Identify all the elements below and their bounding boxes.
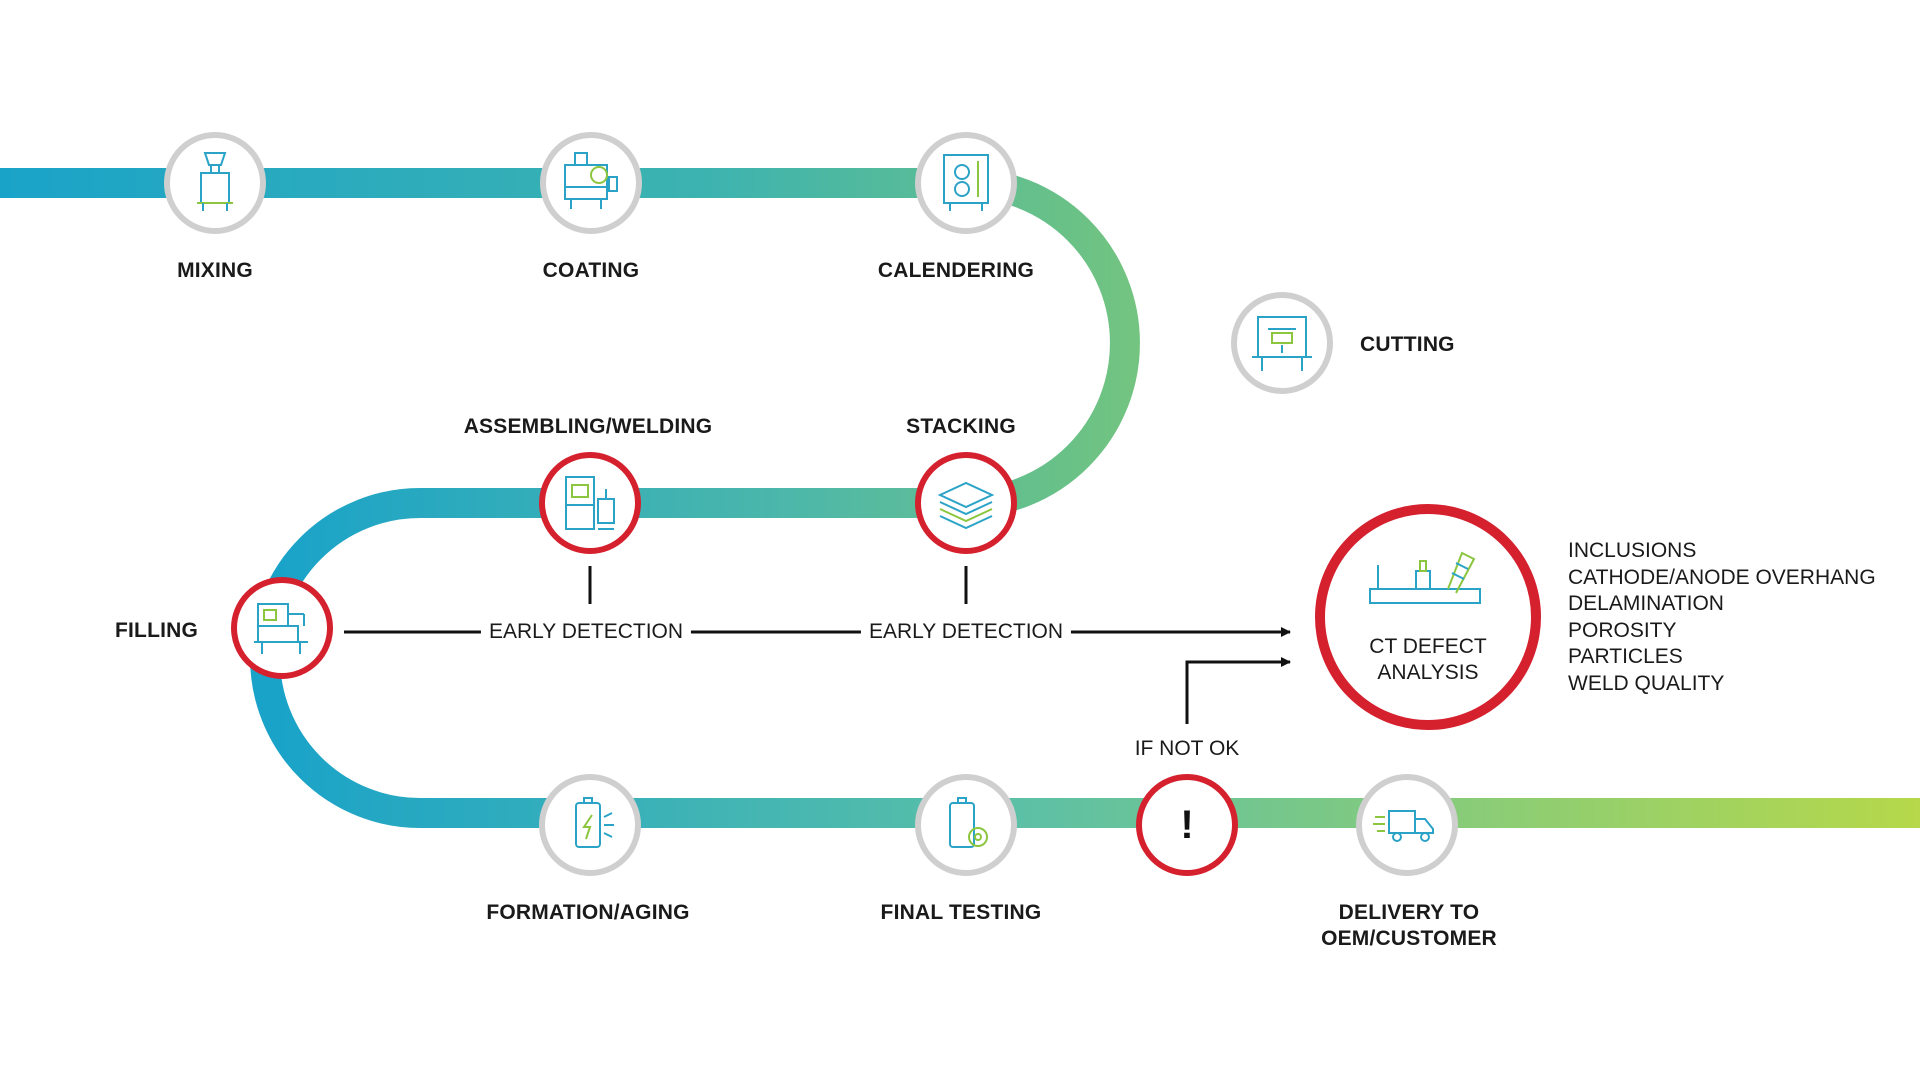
node-mixing xyxy=(164,132,266,234)
defect-item: PARTICLES xyxy=(1568,645,1683,668)
filling-machine-icon xyxy=(254,603,308,654)
defect-item: WELD QUALITY xyxy=(1568,671,1725,695)
ct-scanner-icon xyxy=(1369,551,1481,604)
mixer-icon xyxy=(197,152,233,211)
label-formation: FORMATION/AGING xyxy=(486,901,690,924)
track-middle xyxy=(250,488,965,828)
defect-item: DELAMINATION xyxy=(1568,592,1724,615)
calender-rollers-icon xyxy=(943,154,989,211)
label-early-detection-left: EARLY DETECTION xyxy=(480,619,692,645)
defect-item: INCLUSIONS xyxy=(1568,539,1697,562)
defect-list: INCLUSIONS CATHODE/ANODE OVERHANG DELAMI… xyxy=(1568,538,1876,697)
node-coating xyxy=(540,132,642,234)
label-coating: COATING xyxy=(542,259,640,282)
label-early-detection-right: EARLY DETECTION xyxy=(860,619,1072,645)
not-ok-arrow xyxy=(1185,657,1291,724)
defect-item: CATHODE/ANODE OVERHANG xyxy=(1568,565,1876,589)
label-mixing: MIXING xyxy=(177,259,253,282)
label-calendering: CALENDERING xyxy=(877,259,1035,282)
delivery-truck-icon xyxy=(1373,810,1434,842)
label-assembling: ASSEMBLING/WELDING xyxy=(463,415,713,438)
battery-gear-icon xyxy=(949,797,988,848)
node-stacking xyxy=(915,452,1017,554)
cutting-press-icon xyxy=(1252,316,1312,371)
label-delivery-line1: DELIVERY TO xyxy=(1338,901,1480,924)
label-cutting: CUTTING xyxy=(1360,333,1455,356)
exclamation-icon: ! xyxy=(1180,803,1194,847)
node-calendering xyxy=(915,132,1017,234)
ct-analysis-label: CT DEFECT ANALYSIS xyxy=(1369,634,1486,686)
node-delivery xyxy=(1356,774,1458,876)
defect-item: POROSITY xyxy=(1568,618,1677,642)
node-filling xyxy=(231,577,333,679)
coating-machine-icon xyxy=(564,152,618,209)
layer-stack-icon xyxy=(937,481,995,530)
label-delivery-line2: OEM/CUSTOMER xyxy=(1321,927,1497,950)
label-not-ok: IF NOT OK xyxy=(1126,736,1248,762)
node-not-ok xyxy=(1136,774,1238,876)
ct-analysis-line1: CT DEFECT xyxy=(1369,635,1487,658)
label-final-testing: FINAL TESTING xyxy=(880,901,1042,924)
node-final-testing xyxy=(915,774,1017,876)
track-top xyxy=(0,168,1140,518)
label-stacking: STACKING xyxy=(906,415,1016,438)
label-filling: FILLING xyxy=(115,619,199,642)
label-delivery: DELIVERY TO OEM/CUSTOMER xyxy=(1321,900,1497,952)
ct-analysis-node xyxy=(1315,504,1541,730)
welding-machine-icon xyxy=(565,476,615,530)
node-cutting xyxy=(1231,292,1333,394)
ct-analysis-line2: ANALYSIS xyxy=(1377,661,1479,684)
node-formation xyxy=(539,774,641,876)
node-assembling xyxy=(539,452,641,554)
battery-charge-icon xyxy=(575,797,614,848)
